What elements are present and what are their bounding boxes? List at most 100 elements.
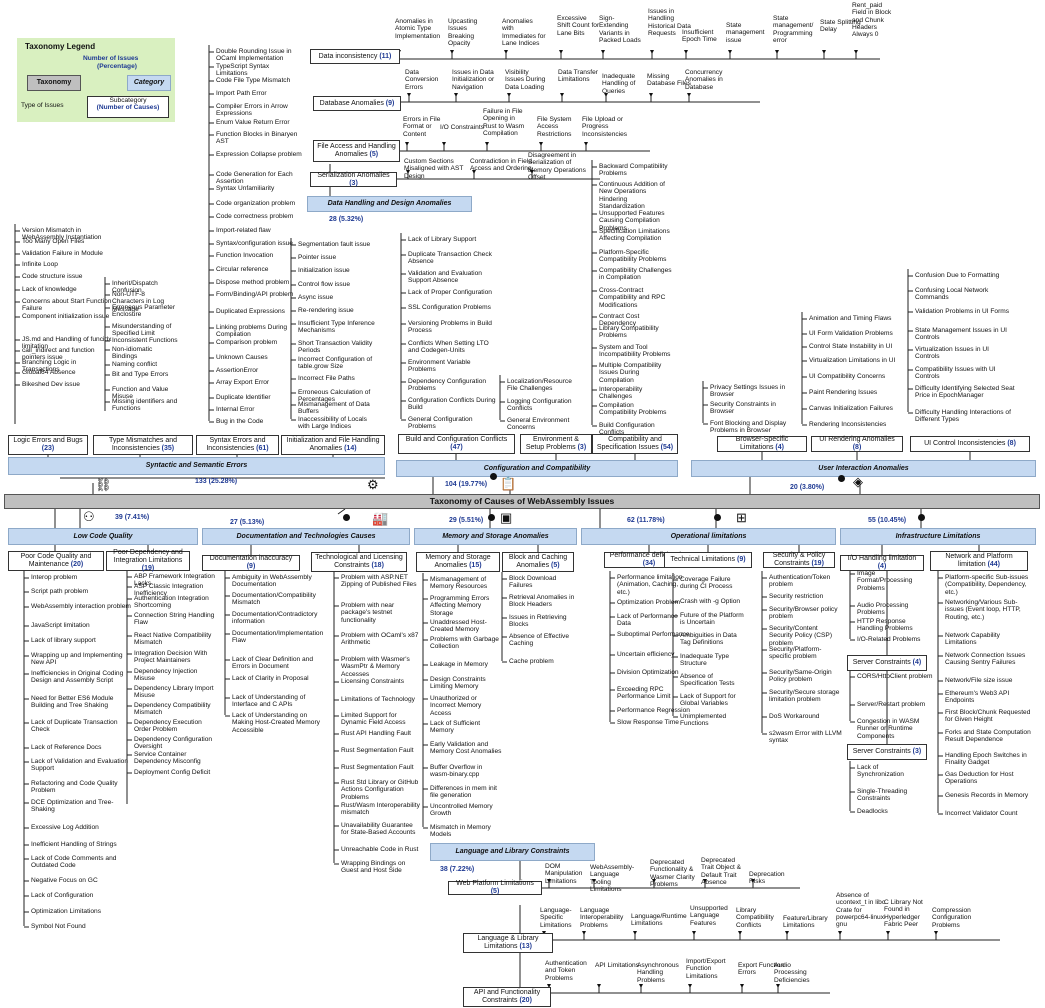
- cause-item: Buffer Overflow in wasm-binary.cpp: [430, 764, 483, 779]
- cause-item: Division Optimization: [617, 669, 679, 676]
- cause-item: State Splitting Delay: [820, 19, 861, 34]
- subcategory-count: (4): [877, 563, 887, 570]
- cause-item: Early Validation and Memory Cost Anomali…: [430, 741, 502, 756]
- cause-item: Dependency Compatibility Mismatch: [134, 702, 211, 717]
- cause-item: Bikeshed Dev issue: [22, 381, 80, 388]
- cause-item: Function Blocks in Binaryen AST: [216, 131, 298, 146]
- subcategory-count: (4): [912, 659, 922, 667]
- cause-item: Custom Sections Misaligned with AST Desi…: [404, 158, 464, 180]
- arrow-tick-icon: [687, 93, 691, 97]
- cause-item: Exceeding RPC Performance Limit: [617, 686, 671, 701]
- arrow-tick-icon: [504, 50, 508, 54]
- subcategory-name: File Access and Handling Anomalies: [317, 143, 396, 158]
- subcategory-name: Type Mismatches and Inconsistencies: [108, 437, 178, 452]
- cause-item: Unsupported Language Features: [690, 905, 728, 927]
- clipboard-icon: 📋: [500, 476, 517, 491]
- cause-item: Deprecation Risks: [749, 871, 785, 886]
- storage-icon: ▣: [500, 510, 513, 525]
- arrow-tick-icon: [934, 931, 938, 935]
- cause-item: Environment Variable Problems: [408, 359, 471, 374]
- cause-item: Lack of Support for Global Variables: [680, 693, 736, 708]
- cause-item: Rust API Handling Fault: [341, 730, 412, 737]
- cause-item: Versioning Problems in Build Process: [408, 320, 492, 335]
- subcategory-name: Syntax Errors and Inconsistencies: [206, 437, 266, 452]
- subcategory-count: (18): [371, 562, 384, 569]
- arrow-tick-icon: [703, 879, 707, 883]
- cause-item: Dependency Library Import Misuse: [134, 685, 214, 700]
- cause-item: Lack of Clarity in Proposal: [232, 675, 309, 682]
- config-node: [490, 473, 497, 480]
- legend-percentage: (Percentage): [97, 63, 137, 70]
- subcategory-io: I/O Handling limitation (4): [840, 555, 924, 571]
- cause-item: Lack of Understanding on Making Host-Cre…: [232, 712, 320, 734]
- cause-item: Issues in Retrieving Blocks: [509, 614, 567, 629]
- subcategory-name: UI Rendering Anomalies: [819, 436, 895, 444]
- cause-item: Network Capability Limitations: [945, 632, 1000, 647]
- cause-item: Coverage Failure during CI Process: [680, 576, 733, 591]
- subcategory-docinacc: Documentation inaccuracy (9): [202, 555, 300, 571]
- cause-item: Feature/Library Limitations: [783, 915, 828, 930]
- cause-item: Dependency Configuration Problems: [408, 378, 487, 393]
- cause-item: Excessive Shift Count for Lane Bits: [557, 15, 600, 37]
- arrow-tick-icon: [582, 931, 586, 935]
- cause-item: Contract Cost Dependency: [599, 313, 640, 328]
- cause-item: Specification Limitations Affecting Comp…: [599, 228, 670, 243]
- cause-item: Concurrency Anomalies in Database: [685, 69, 723, 91]
- cause-item: General Configuration Problems: [408, 416, 473, 431]
- subcategory-count: (61): [256, 445, 269, 452]
- cause-item: Differences in mem init file generation: [430, 785, 497, 800]
- cause-item: Version Mismatch in WebAssembly Instanti…: [22, 227, 102, 242]
- cause-item: Unimplemented Functions: [680, 713, 727, 728]
- cause-item: Sign-Extending Variants in Packed Loads: [599, 15, 641, 44]
- cause-item: State management issue: [726, 22, 765, 44]
- cause-item: Excessive Log Addition: [31, 824, 99, 831]
- cause-item: State Management Issues in UI Controls: [915, 327, 1007, 342]
- cause-item: UI Form Validation Problems: [809, 330, 893, 337]
- arrow-tick-icon: [601, 50, 605, 54]
- cause-item: Code Generation for Each Assertion: [216, 171, 293, 186]
- subcategory-name: Technical Limitations: [670, 556, 737, 564]
- subcategory-uictrl: UI Control Inconsistencies (8): [910, 436, 1030, 452]
- arrow-tick-icon: [785, 931, 789, 935]
- subcategory-name: Memory and Storage Anomalies: [425, 554, 491, 569]
- cause-item: Lack of Synchronization: [857, 764, 904, 779]
- cause-item: Control State Instability in UI: [809, 343, 893, 350]
- subcategory-browser: Browser-Specific Limitations (4): [717, 436, 807, 452]
- subcategory-compat: Compatibility and Specification Issues (…: [592, 434, 678, 454]
- legend-subcategory-box: Subcategory (Number of Causes): [87, 96, 169, 118]
- cause-item: Problem with near package's testnet func…: [341, 602, 395, 624]
- cause-item: Lack of Performance Data: [617, 613, 678, 628]
- cause-item: Mismanagement of Memory Resources: [430, 576, 488, 591]
- cause-item: Duplicate Transaction Check Absence: [408, 251, 492, 266]
- cause-item: Non-idiomatic Bindings: [112, 346, 153, 361]
- subcategory-srv1: Server Constraints (4): [847, 655, 927, 671]
- cause-item: Component initialization issue: [22, 313, 110, 320]
- cause-item: Language/Runtime Limitations: [631, 913, 687, 928]
- cause-item: Dependency Configuration Oversight: [134, 736, 213, 751]
- cause-item: Code structure issue: [22, 273, 83, 280]
- cause-item: Anomalies in Atomic Type Implementation: [395, 18, 441, 40]
- cause-item: Contradiction in Field Access and Orderi…: [470, 158, 532, 173]
- cause-item: Performance limitation (Animation, Cachi…: [617, 574, 683, 596]
- memory-node: [488, 514, 495, 521]
- subcategory-name: Environment & Setup Problems: [525, 436, 579, 451]
- subcategory-name: Data inconsistency: [318, 52, 380, 60]
- subcategory-api: API and Functionality Constraints (20): [463, 987, 551, 1007]
- cause-item: Problem with Wasmer's WasmPtr & Memory A…: [341, 656, 410, 678]
- arrow-tick-icon: [559, 50, 563, 54]
- cause-item: Backward Compatibility Problems: [599, 163, 668, 178]
- subcategory-count: (23): [41, 445, 55, 452]
- factory-icon: 🏭: [372, 511, 389, 526]
- arrow-tick-icon: [649, 93, 653, 97]
- cause-item: Inherit/Dispatch Confusion: [112, 280, 158, 295]
- cause-item: Interoperability Challenges: [599, 386, 643, 401]
- arrow-tick-icon: [547, 984, 551, 988]
- cause-item: Problems with Garbage Collection: [430, 636, 499, 651]
- cause-item: Platform-Specific Compatibility Problems: [599, 249, 667, 264]
- cause-item: Audio Processing Problems: [857, 602, 909, 617]
- network-icon: ⛓: [95, 477, 112, 492]
- subcategory-count: (20): [519, 997, 532, 1004]
- subcategory-name: API and Functionality Constraints: [473, 989, 541, 1004]
- cause-item: Multiple Compatibility Issues During Com…: [599, 362, 662, 384]
